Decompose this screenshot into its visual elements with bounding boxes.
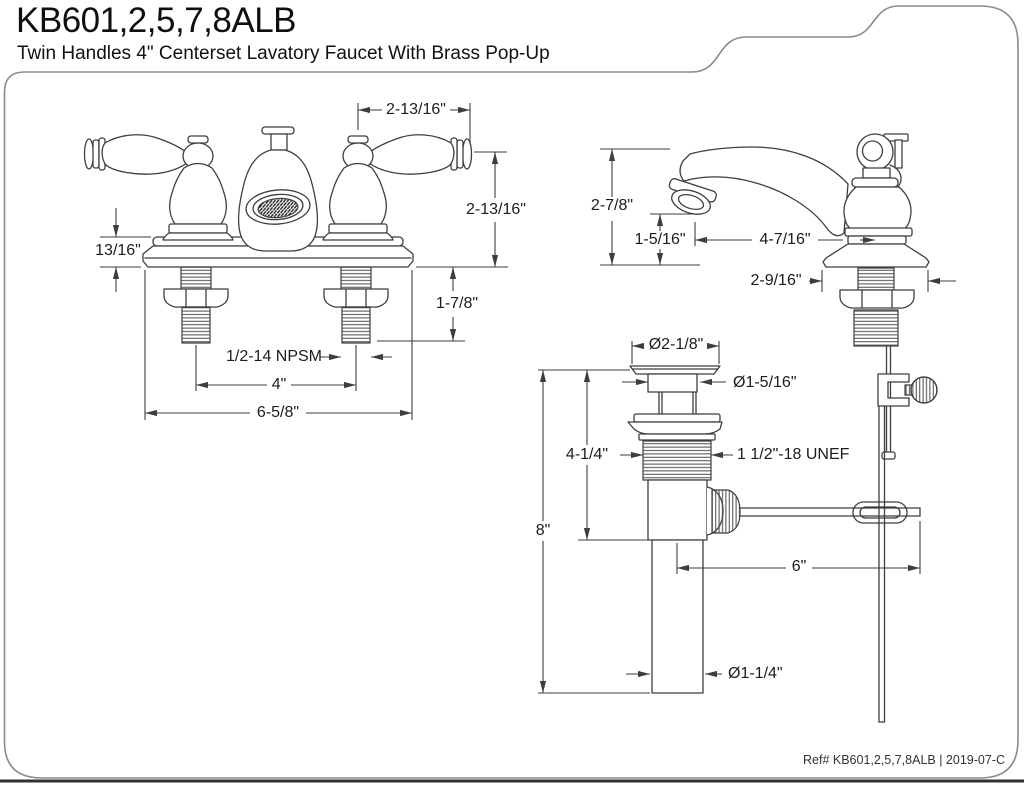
dim-handle-spread: 2-13/16" bbox=[357, 101, 471, 144]
rod-clamp bbox=[877, 373, 938, 407]
dim-label-tailpiece-diameter: Ø1-1/4" bbox=[728, 665, 783, 682]
dim-label-center-distance: 4" bbox=[272, 376, 287, 393]
dim-label-spout-reach: 4-7/16" bbox=[759, 231, 810, 248]
dim-handle-height: 2-13/16" bbox=[416, 151, 526, 268]
handle-side bbox=[851, 133, 909, 188]
shank-right bbox=[323, 266, 389, 344]
bottom-rule bbox=[0, 779, 1024, 783]
callout-drain-thread: 1 1/2"-18 UNEF bbox=[620, 446, 850, 463]
dim-label-upper-body-length: 4-1/4" bbox=[566, 446, 608, 463]
border-frame bbox=[3, 5, 1019, 779]
dim-label-overall-width: 6-5/8" bbox=[257, 404, 299, 421]
pivot-ball-joint bbox=[706, 486, 741, 536]
drain-threads bbox=[642, 440, 712, 481]
shank-left bbox=[163, 266, 229, 344]
pivot-rod bbox=[739, 507, 921, 517]
side-view-dimensions: 2-7/8" 1-5/16" 4-7/16" 2-9/16" bbox=[591, 148, 956, 292]
dim-overall-width: 6-5/8" bbox=[144, 270, 413, 421]
page-subtitle: Twin Handles 4" Centerset Lavatory Fauce… bbox=[17, 43, 550, 64]
dim-tailpiece-diameter: Ø1-1/4" bbox=[626, 665, 783, 682]
dim-label-outlet-height: 1-5/16" bbox=[634, 231, 685, 248]
dim-rod-length: 6" bbox=[676, 521, 921, 575]
dim-outlet-height: 1-5/16" bbox=[634, 213, 698, 265]
dim-base-depth: 2-9/16" bbox=[750, 270, 956, 292]
dim-label-drain-thread: 1 1/2"-18 UNEF bbox=[737, 446, 850, 463]
page-title: KB601,2,5,7,8ALB bbox=[16, 1, 297, 40]
spout-nozzle bbox=[668, 178, 717, 215]
drain-flange bbox=[629, 365, 721, 375]
clevis-strap bbox=[878, 405, 886, 723]
dim-label-base-depth: 2-9/16" bbox=[750, 272, 801, 289]
dim-spout-reach: 4-7/16" bbox=[694, 222, 875, 248]
dim-label-flange-diameter: Ø2-1/8" bbox=[649, 336, 704, 353]
dim-label-shank-thread: 1/2-14 NPSM bbox=[226, 348, 322, 365]
dim-center-distance: 4" bbox=[195, 345, 357, 393]
shank-side bbox=[839, 267, 915, 347]
handle-left bbox=[83, 134, 234, 241]
faucet-body-side bbox=[822, 186, 930, 268]
dim-label-overall-length: 8" bbox=[536, 522, 551, 539]
drain-washer bbox=[627, 421, 723, 441]
dim-flange-diameter: Ø2-1/8" bbox=[631, 336, 720, 364]
dim-label-handle-spread: 2-13/16" bbox=[386, 101, 446, 118]
dim-stopper-diameter: Ø1-5/16" bbox=[622, 374, 797, 391]
dim-overall-height: 2-7/8" bbox=[591, 148, 700, 266]
dim-label-handle-height: 2-13/16" bbox=[466, 201, 526, 218]
drain-view-drawing bbox=[627, 345, 938, 723]
dim-overall-length: 8" bbox=[536, 369, 650, 694]
dim-label-overall-height: 2-7/8" bbox=[591, 197, 633, 214]
dim-label-shank-length: 1-7/8" bbox=[436, 295, 478, 312]
aerator bbox=[245, 189, 311, 225]
front-view-dimensions: 2-13/16" 2-13/16" 13/16" 1-7/8" bbox=[95, 101, 526, 421]
drain-view-dimensions: Ø2-1/8" Ø1-5/16" 4-1/4" 1 1/2"-18 UNEF bbox=[536, 336, 921, 694]
spring-clip bbox=[852, 501, 908, 524]
escutcheon-base bbox=[822, 243, 930, 268]
dim-label-deck-thickness: 13/16" bbox=[95, 242, 141, 259]
front-view-drawing bbox=[83, 126, 473, 344]
dim-upper-body-length: 4-1/4" bbox=[566, 369, 648, 541]
clamp-knob bbox=[910, 376, 938, 404]
dim-deck-thickness: 13/16" bbox=[95, 208, 151, 292]
drain-stopper bbox=[633, 373, 721, 423]
dim-label-rod-length: 6" bbox=[792, 558, 807, 575]
doc-reference: Ref# KB601,2,5,7,8ALB | 2019-07-C bbox=[803, 753, 1005, 767]
dim-label-stopper-diameter: Ø1-5/16" bbox=[733, 374, 797, 391]
dim-shank-length: 1-7/8" bbox=[377, 267, 478, 342]
spout-front bbox=[237, 126, 319, 252]
callout-shank-thread: 1/2-14 NPSM bbox=[226, 348, 392, 365]
spout-side bbox=[679, 146, 849, 237]
handle-right bbox=[322, 134, 473, 241]
drain-body bbox=[647, 479, 708, 541]
side-view-drawing bbox=[668, 133, 930, 347]
